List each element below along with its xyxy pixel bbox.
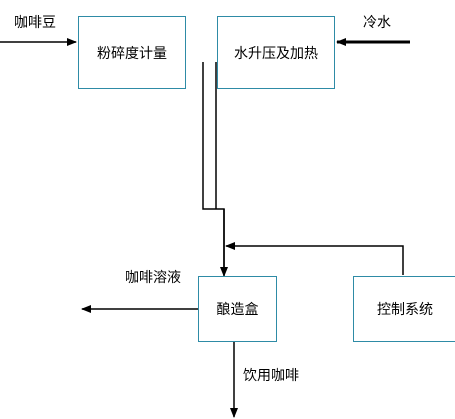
- brew-box-label: 酿造盒: [216, 302, 259, 318]
- coffee-beans-label: 咖啡豆: [14, 15, 56, 31]
- control-label: 控制系统: [377, 302, 433, 318]
- control-box: 控制系统: [353, 276, 455, 342]
- control-feedback-line: [225, 242, 404, 275]
- drink-coffee-label: 饮用咖啡: [243, 368, 299, 384]
- brew-box: 酿造盒: [198, 276, 277, 342]
- heater-box: 水升压及加热: [217, 16, 335, 89]
- grinder-box: 粉碎度计量: [78, 16, 186, 89]
- grinder-to-brew-line: [202, 62, 225, 268]
- grinder-label: 粉碎度计量: [97, 45, 167, 62]
- cold-water-label: 冷水: [363, 15, 391, 31]
- coffee-solution-label: 咖啡溶液: [125, 270, 181, 286]
- heater-label: 水升压及加热: [234, 45, 318, 62]
